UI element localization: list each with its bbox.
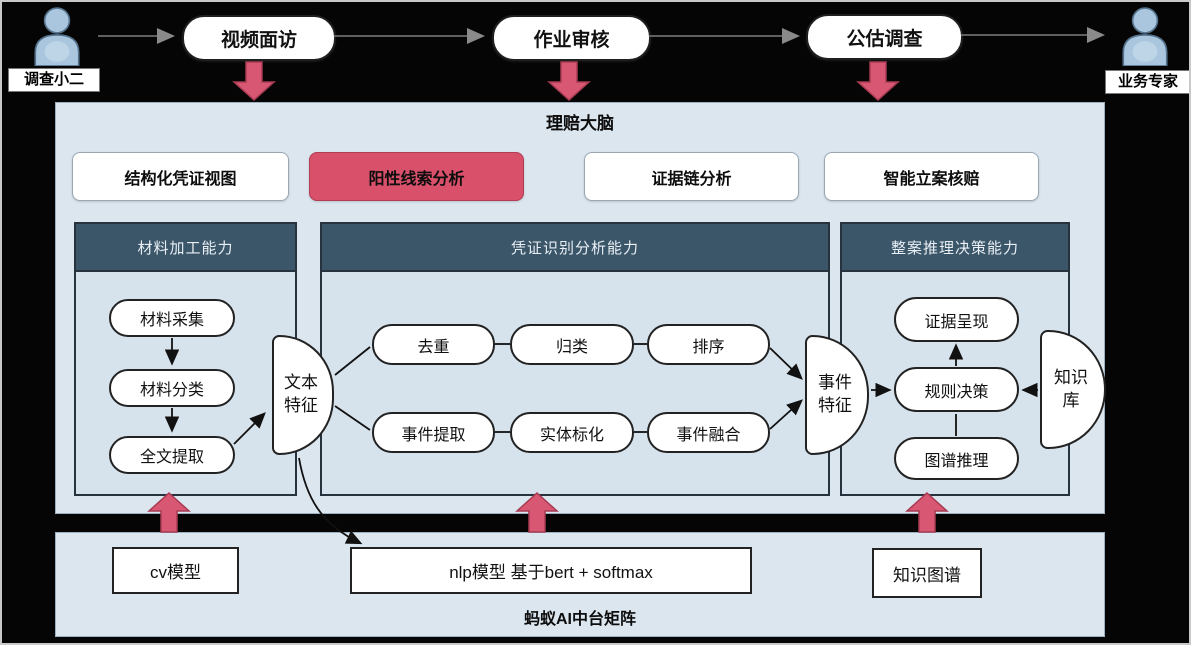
voucher-recognition-header: 凭证识别分析能力 [322,224,828,272]
node-entity-normalization: 实体标化 [510,412,634,453]
node-sorting: 排序 [647,324,770,365]
knowledge-graph-box: 知识图谱 [872,548,982,598]
node-deduplication: 去重 [372,324,495,365]
nlp-model-box: nlp模型 基于bert + softmax [350,547,752,594]
node-evidence-presentation: 证据呈现 [894,297,1019,342]
feature-structured-voucher-view: 结构化凭证视图 [72,152,289,201]
person-icon [34,7,80,67]
node-event-fusion: 事件融合 [647,412,770,453]
node-rule-decision: 规则决策 [894,367,1019,412]
feature-smart-filing-adjudication: 智能立案核赔 [824,152,1039,201]
node-material-collection: 材料采集 [109,299,235,337]
actor-expert-label: 业务专家 [1105,70,1189,94]
feature-positive-clue-analysis: 阳性线索分析 [309,152,524,201]
actor-expert [1110,6,1180,71]
feature-evidence-chain-analysis: 证据链分析 [584,152,799,201]
actor-investigator-label: 调查小二 [8,68,100,92]
flow-step-video-interview: 视频面访 [182,15,336,61]
red-down-arrows [232,61,900,102]
material-processing-header: 材料加工能力 [76,224,295,272]
case-decision-header: 整案推理决策能力 [842,224,1068,272]
person-icon [1122,7,1168,67]
brain-title: 理赔大脑 [546,114,614,133]
node-event-extraction: 事件提取 [372,412,495,453]
platform-title: 蚂蚁AI中台矩阵 [523,611,636,628]
node-categorization: 归类 [510,324,634,365]
actor-investigator [22,6,92,71]
flow-step-assessment-survey: 公估调查 [806,14,963,60]
node-graph-reasoning: 图谱推理 [894,437,1019,480]
flow-step-job-review: 作业审核 [492,15,651,61]
cv-model-box: cv模型 [112,547,239,594]
node-material-classification: 材料分类 [109,369,235,407]
node-fulltext-extraction: 全文提取 [109,436,235,474]
